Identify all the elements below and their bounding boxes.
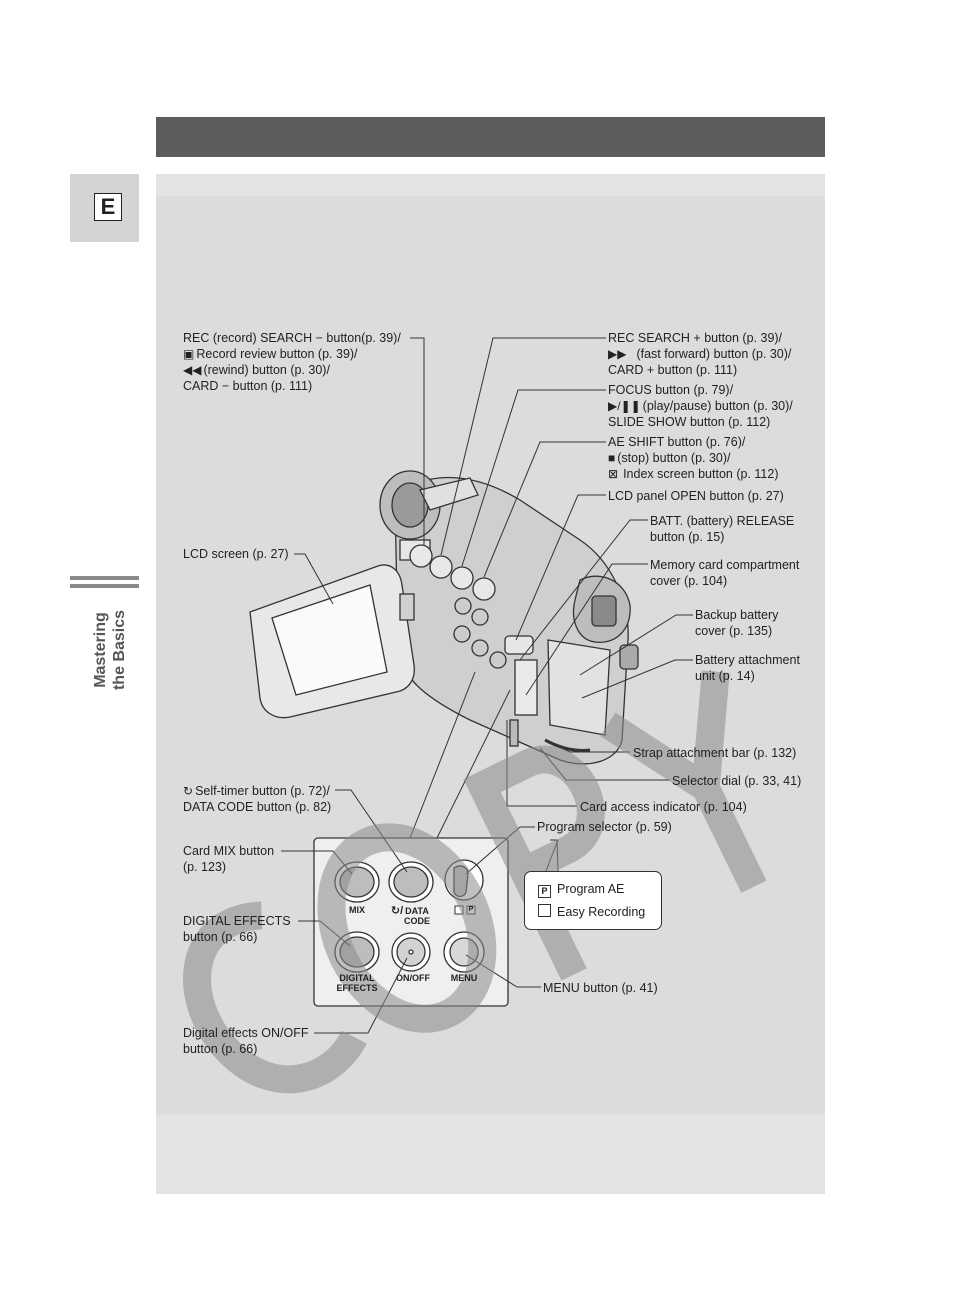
label-menu-button: MENU button (p. 41) <box>543 981 658 995</box>
label-card-mix: Card MIX button (p. 123) <box>183 844 275 874</box>
copy-watermark <box>183 670 767 1094</box>
label-selector-dial: Selector dial (p. 33, 41) <box>672 774 802 788</box>
label-digital-effects: DIGITAL EFFECTS button (p. 66) <box>183 914 291 944</box>
label-lcd-open: LCD panel OPEN button (p. 27) <box>608 489 784 503</box>
label-backup-battery: Backup battery cover (p. 135) <box>695 608 779 638</box>
program-ae-icon: P <box>538 885 551 898</box>
label-battery-unit: Battery attachment unit (p. 14) <box>695 653 800 683</box>
self-timer-icon: ↻ <box>183 784 194 798</box>
stop-icon: ■ <box>608 451 616 465</box>
label-memory-card-cover: Memory card compartment cover (p. 104) <box>650 558 800 588</box>
inset-zoom-lines <box>409 671 511 839</box>
panel-label-data-code: DATA CODE <box>403 906 430 926</box>
section-header-bar <box>156 117 825 157</box>
label-ae-shift: AE SHIFT button (p. 76)/ ■(stop) button … <box>608 435 779 481</box>
panel-label-on-off: ON/OFF <box>396 973 430 983</box>
label-digital-onoff: Digital effects ON/OFF button (p. 66) <box>183 1026 309 1056</box>
side-divider-top <box>70 576 139 580</box>
record-review-icon: ▣ <box>183 347 195 361</box>
language-tab-label: E <box>94 193 122 221</box>
panel-label-menu: MENU <box>450 973 478 983</box>
panel-self-timer-icon: ↻/ <box>390 905 404 917</box>
label-strap-bar: Strap attachment bar (p. 132) <box>633 746 797 760</box>
fast-forward-icon: ▶▶ <box>608 347 627 361</box>
rewind-icon: ◀◀ <box>183 363 202 377</box>
leader-lines <box>281 337 693 1034</box>
easy-recording-icon <box>538 904 551 917</box>
label-self-timer: ↻Self-timer button (p. 72)/ DATA CODE bu… <box>183 784 332 814</box>
panel-label-digital-effects: DIGITAL EFFECTS <box>336 973 378 993</box>
label-focus: FOCUS button (p. 79)/ ▶/❚❚(play/pause) b… <box>608 383 793 429</box>
camcorder-illustration <box>249 470 639 765</box>
legend-row-easy-recording: Easy Recording <box>538 904 645 919</box>
label-program-selector: Program selector (p. 59) <box>537 820 672 834</box>
label-card-access: Card access indicator (p. 104) <box>580 800 747 814</box>
index-screen-icon: ⊠ <box>608 467 619 481</box>
label-rec-search-plus: REC SEARCH + button (p. 39)/ ▶▶(fast for… <box>608 331 792 377</box>
label-lcd-screen: LCD screen (p. 27) <box>183 547 289 561</box>
side-divider-bottom <box>70 584 139 588</box>
label-batt-release: BATT. (battery) RELEASE button (p. 15) <box>650 514 795 544</box>
play-pause-icon: ▶/❚❚ <box>608 399 641 413</box>
panel-program-box: P <box>468 906 474 913</box>
panel-label-mix: MIX <box>348 905 365 915</box>
label-rec-search-minus: REC (record) SEARCH − button(p. 39)/ ▣Re… <box>183 331 401 393</box>
